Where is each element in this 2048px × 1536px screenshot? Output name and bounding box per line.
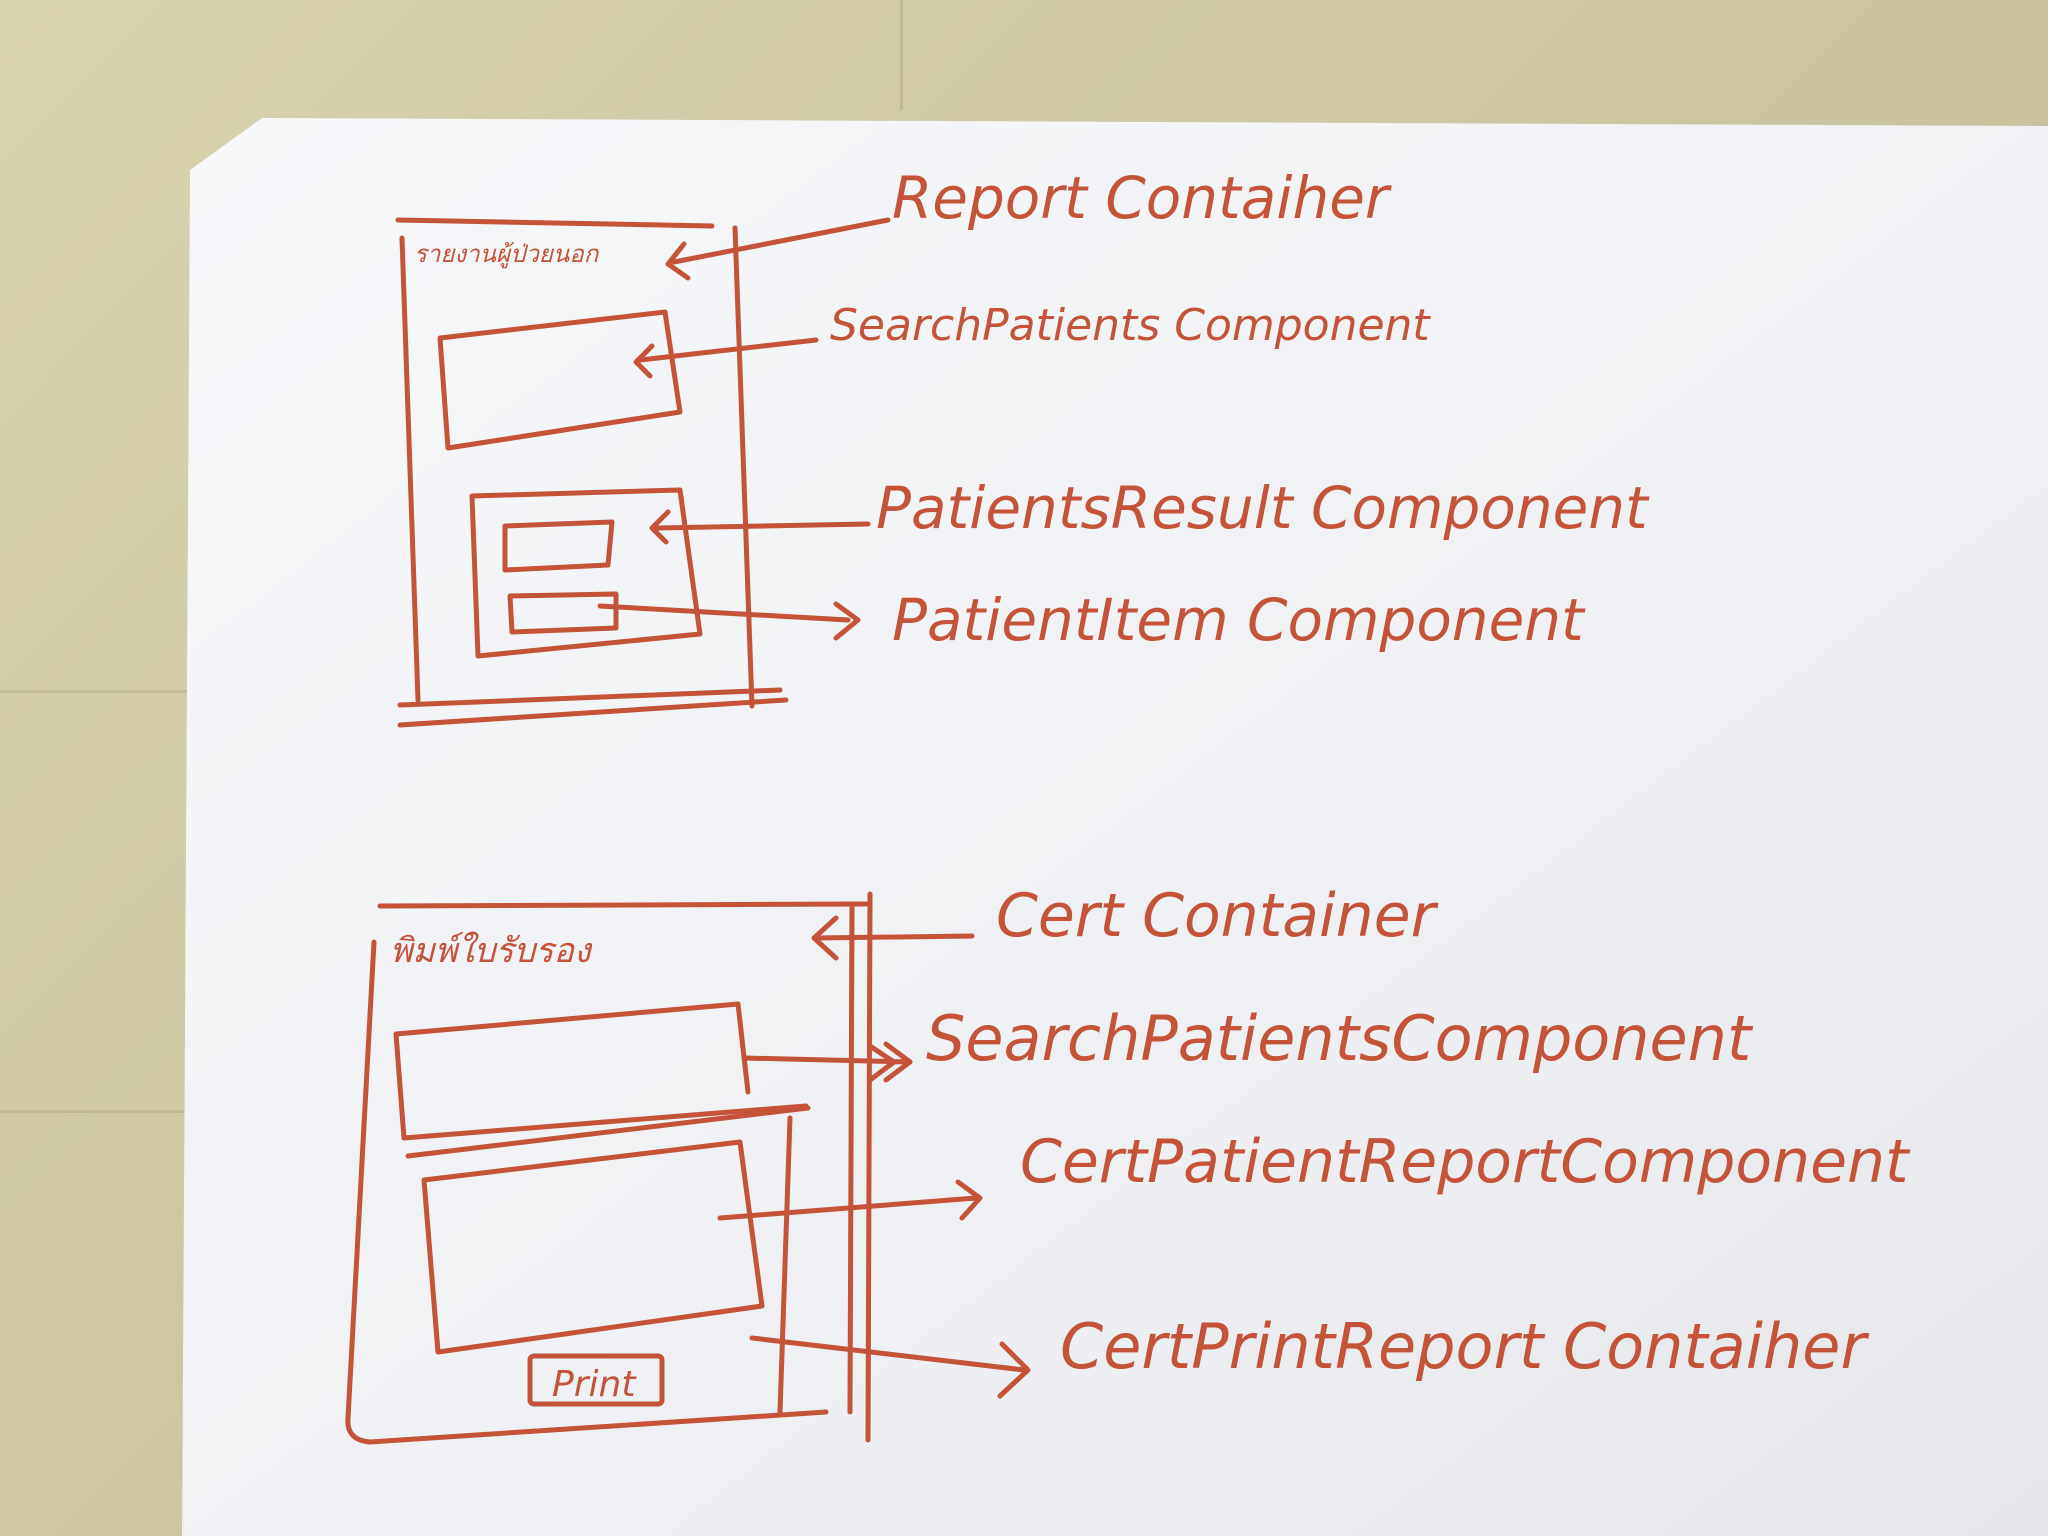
patient-item-label: PatientItem Component: [892, 586, 1586, 654]
cert-print-label: CertPrintReport Contaiher: [1060, 1310, 1869, 1383]
cert-container-arrow: [811, 915, 975, 961]
cert-container-label: Cert Container: [996, 881, 1439, 951]
print-button[interactable]: [527, 1353, 665, 1407]
cert-search-arrow: [741, 1041, 913, 1083]
report-container-label: Report Contaiher: [892, 164, 1392, 232]
patient-item-box: [507, 591, 619, 635]
result-arrow: [649, 509, 871, 545]
cert-print-arrow: [749, 1335, 1031, 1399]
report-box-title: รายงานผู้ป่วยนอก: [414, 240, 600, 269]
cert-box-title: พิมพ์ใบรับรอง: [390, 931, 593, 971]
patient-item-box: [502, 519, 615, 573]
print-button-label[interactable]: Print: [552, 1364, 637, 1405]
report-container-box-underline: [397, 687, 783, 708]
patients-result-box: [469, 487, 703, 659]
search-patients-label: SearchPatients Component: [830, 300, 1431, 351]
report-diagram: รายงานผู้ป่วยนอก Report Contaiher Search…: [395, 164, 1650, 728]
cert-diagram: พิมพ์ใบรับรอง Print Cert Container Searc…: [345, 881, 1911, 1445]
item-arrow: [597, 601, 861, 641]
cert-report-section: [405, 1105, 811, 1415]
container-arrow: [665, 217, 891, 281]
cert-search-label: SearchPatientsComponent: [926, 1002, 1754, 1075]
report-container-box: [395, 217, 789, 728]
search-arrow: [633, 337, 819, 379]
patients-result-label: PatientsResult Component: [876, 474, 1650, 542]
search-patients-box: [437, 309, 683, 451]
cert-search-box: [393, 1001, 809, 1141]
cert-report-box: [421, 1139, 765, 1355]
paper-sheet: [182, 118, 2048, 1536]
cert-container-box: [345, 891, 873, 1445]
leather-seam: [900, 0, 903, 110]
cert-report-arrow: [717, 1179, 983, 1221]
cert-report-label: CertPatientReportComponent: [1020, 1127, 1911, 1197]
